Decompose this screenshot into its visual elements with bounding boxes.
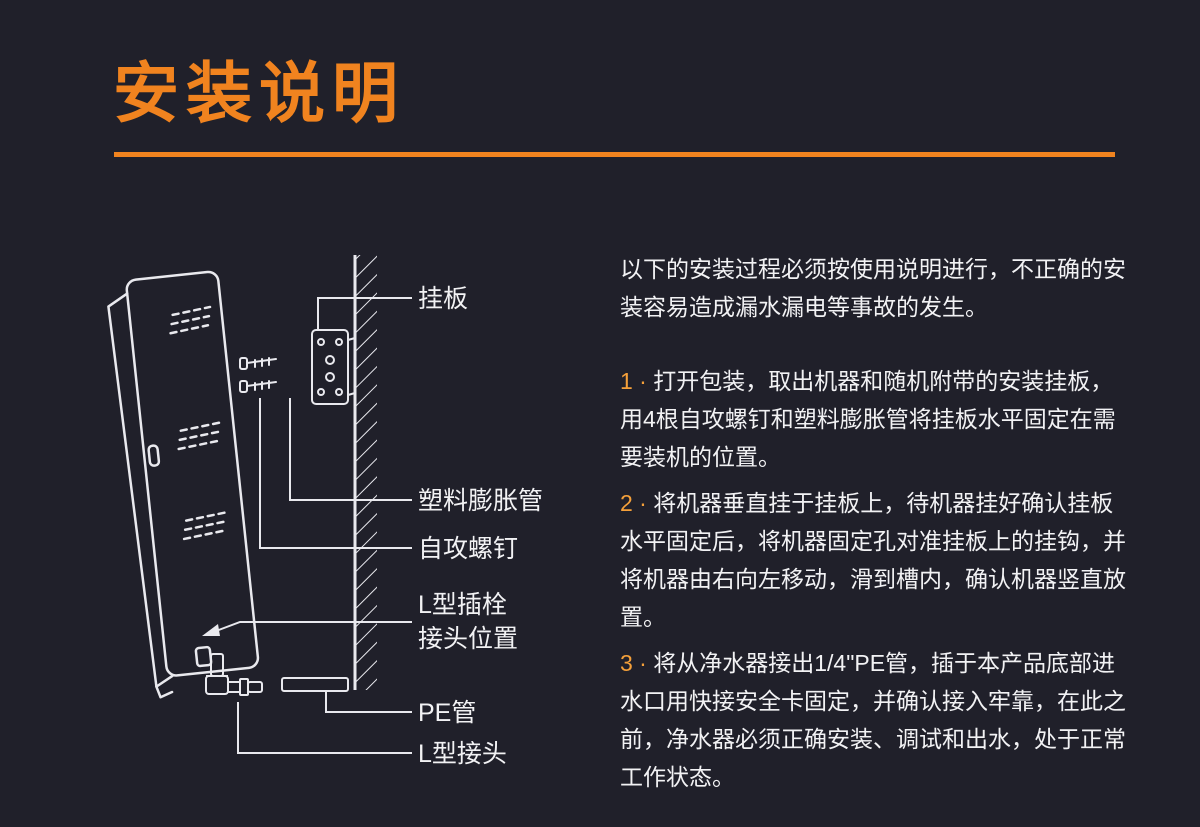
step-1-number: 1 ·	[620, 368, 654, 394]
l-plug-arrowhead	[202, 624, 220, 636]
step-3-number: 3 ·	[620, 650, 654, 676]
leader-lines	[215, 297, 412, 754]
title-divider	[114, 152, 1115, 157]
wall-drawing	[353, 255, 377, 690]
step-2: 2 · 将机器垂直挂于挂板上，待机器挂好确认挂板水平固定后，将机器固定孔对准挂板…	[620, 484, 1132, 636]
label-l-connector: L型接头	[418, 740, 507, 768]
label-pe-pipe: PE管	[418, 699, 477, 727]
device-drawing	[107, 270, 260, 699]
step-2-text: 将机器垂直挂于挂板上，待机器挂好确认挂板水平固定后，将机器固定孔对准挂板上的挂钩…	[620, 490, 1126, 630]
step-3: 3 · 将从净水器接出1/4"PE管，插于本产品底部进水口用快接安全卡固定，并确…	[620, 644, 1132, 796]
step-2-number: 2 ·	[620, 490, 654, 516]
label-screw: 自攻螺钉	[418, 535, 519, 563]
l-connector-drawing	[205, 653, 263, 696]
instructions-column: 以下的安装过程必须按使用说明进行，不正确的安装容易造成漏水漏电等事故的发生。 1…	[620, 250, 1132, 796]
mounting-plate-drawing	[311, 329, 356, 405]
label-mounting-plate: 挂板	[418, 285, 469, 313]
label-l-plug-position: L型插栓 接头位置	[418, 591, 519, 653]
installation-diagram: 挂板 塑料膨胀管 自攻螺钉 L型插栓 接头位置 PE管 L型接头	[90, 230, 610, 815]
pe-pipe-drawing	[281, 677, 349, 692]
diagram-drawing	[107, 255, 412, 754]
intro-text: 以下的安装过程必须按使用说明进行，不正确的安装容易造成漏水漏电等事故的发生。	[620, 256, 1126, 320]
step-3-text: 将从净水器接出1/4"PE管，插于本产品底部进水口用快接安全卡固定，并确认接入牢…	[620, 650, 1126, 790]
step-1: 1 · 打开包装，取出机器和随机附带的安装挂板，用4根自攻螺钉和塑料膨胀管将挂板…	[620, 362, 1132, 476]
step-1-text: 打开包装，取出机器和随机附带的安装挂板，用4根自攻螺钉和塑料膨胀管将挂板水平固定…	[620, 368, 1116, 470]
screws-drawing	[239, 357, 277, 393]
label-expansion-tube: 塑料膨胀管	[418, 487, 544, 515]
page-title: 安装说明	[113, 56, 405, 130]
